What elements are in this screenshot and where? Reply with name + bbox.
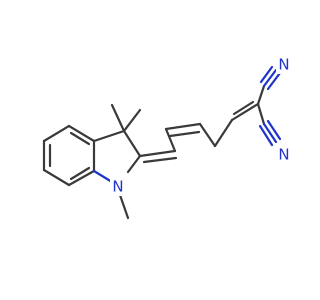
polymethine-chain — [164, 100, 260, 153]
nitrile-single-bond — [256, 84, 266, 106]
double-bond — [232, 100, 255, 116]
ring-bond — [92, 129, 126, 143]
ring-nitrogen-label: N — [112, 178, 123, 196]
single-bond — [198, 122, 217, 148]
nitrile-nitrogen-bottom-label: N — [278, 146, 289, 164]
ring-bond — [122, 129, 142, 158]
n-methyl-bond — [118, 193, 130, 220]
double-bond — [168, 130, 201, 138]
nitrile-top — [256, 65, 282, 106]
ring-double-bond — [69, 166, 91, 181]
nitrile-single-bond — [256, 102, 266, 126]
nitrogen-bond — [92, 169, 114, 184]
double-bond — [230, 102, 260, 122]
ring-double-bond — [69, 131, 91, 146]
label-background — [276, 146, 292, 164]
single-bond — [213, 118, 234, 148]
nitrile-bottom — [256, 102, 282, 147]
ring-bond — [42, 124, 71, 143]
ring-bond — [67, 169, 96, 187]
nitrile-triple-bond — [258, 124, 274, 147]
ring-bond — [126, 154, 142, 174]
double-bond — [138, 149, 177, 158]
benzene-ring — [42, 124, 96, 187]
gem-dimethyl — [110, 103, 142, 133]
label-background — [276, 56, 292, 74]
methyl-bond — [110, 103, 126, 133]
atom-labels: N N N — [110, 56, 292, 196]
pyrrolidine-ring — [92, 129, 142, 184]
chemical-structure-diagram: N N N — [42, 55, 292, 220]
exocyclic-double-bond — [138, 149, 178, 164]
nitrile-triple-bond — [266, 71, 282, 91]
nitrile-triple-bond — [262, 122, 278, 144]
nitrile-triple-bond — [266, 119, 282, 141]
nitrile-triple-bond — [259, 65, 274, 84]
ring-bond — [67, 124, 96, 143]
structure-canvas: N N N — [42, 55, 292, 220]
double-bond — [142, 156, 178, 164]
nitrile-triple-bond — [262, 68, 278, 88]
single-bond — [164, 127, 177, 153]
methyl-bond — [122, 108, 142, 133]
ring-bond — [42, 168, 71, 187]
label-background — [110, 178, 126, 196]
nitrile-nitrogen-top-label: N — [278, 56, 289, 74]
double-bond — [164, 122, 202, 131]
